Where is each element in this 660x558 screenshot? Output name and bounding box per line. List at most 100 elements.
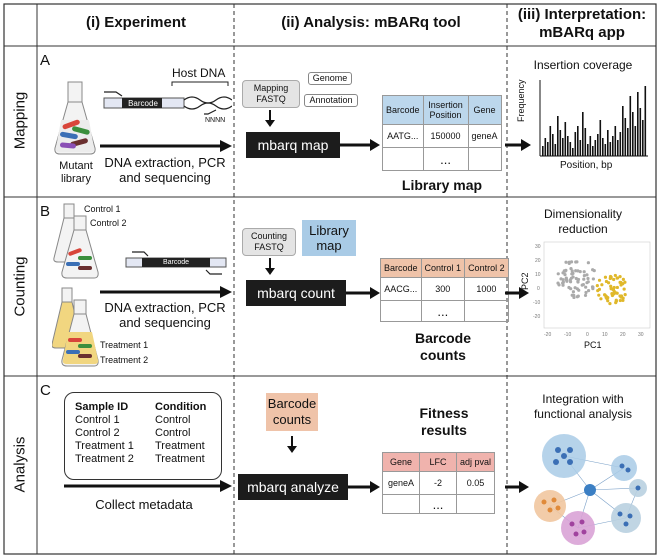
coverage-bar <box>574 132 577 156</box>
counting-fastq-line1: Counting <box>250 231 288 241</box>
coverage-bar <box>549 126 552 156</box>
th-control1: Control 1 <box>420 258 466 278</box>
row-label-analysis: Analysis <box>11 436 29 493</box>
dimred-title-2: reduction <box>558 222 608 236</box>
coverage-bar <box>617 140 619 156</box>
insertion-xlabel: Position, bp <box>560 160 613 171</box>
meta-col1-header: Sample ID <box>75 401 129 413</box>
pca-point <box>613 273 617 278</box>
process-text-b2: and sequencing <box>119 315 211 330</box>
pca-point <box>556 281 560 285</box>
svg-text:10: 10 <box>535 272 541 278</box>
td-ellipsis-a: ... <box>422 147 469 171</box>
coverage-bar <box>569 142 572 156</box>
pca-point <box>575 287 579 291</box>
pca-point <box>561 278 565 282</box>
coverage-bar <box>639 108 642 156</box>
panel-letter-a: A <box>40 52 51 69</box>
coverage-bar <box>587 144 589 156</box>
pca-point <box>585 281 589 285</box>
svg-text:20: 20 <box>535 258 541 264</box>
coverage-bar <box>627 128 629 156</box>
pca-point <box>574 260 578 264</box>
coverage-bar <box>622 106 624 156</box>
pca-point <box>596 289 600 293</box>
insertion-coverage-title: Insertion coverage <box>533 58 633 72</box>
pca-point <box>618 298 622 303</box>
barcode-amplicon <box>125 251 227 275</box>
genome-pill: Genome <box>308 72 352 85</box>
coverage-bar <box>582 112 584 156</box>
pca-point <box>571 290 576 294</box>
coverage-bar <box>579 140 582 156</box>
th-barcode-a: Barcode <box>382 95 424 125</box>
pca-point <box>569 276 574 280</box>
header-interpretation-2: mBARq app <box>539 24 625 41</box>
metadata-box: Sample ID Condition Control 1 Control Co… <box>64 392 222 480</box>
meta-condition-1: Control <box>155 414 191 426</box>
pca-point <box>621 277 625 281</box>
coverage-bar <box>609 142 612 156</box>
td-empty-a2 <box>467 147 502 171</box>
pca-point <box>621 282 625 286</box>
pca-point <box>618 294 622 298</box>
coverage-bar <box>612 136 614 156</box>
mutant-library-line1: Mutant <box>59 160 93 172</box>
barcode-label-b: Barcode <box>162 259 190 266</box>
counting-fastq-box: Counting FASTQ <box>242 228 296 256</box>
th-lfc: LFC <box>419 452 457 472</box>
insertion-ylabel: Frequency <box>516 79 526 122</box>
fitness-results-2: results <box>421 422 467 438</box>
nnnn-label: NNNN <box>205 117 226 124</box>
pca-point <box>580 283 584 287</box>
library-map-input-line1: Library <box>309 223 349 238</box>
process-text-a1: DNA extraction, PCR <box>104 155 226 170</box>
svg-text:30: 30 <box>535 244 541 250</box>
row-label-counting: Counting <box>11 256 29 317</box>
pca-point <box>564 260 568 264</box>
library-map-output-label: Library map <box>401 177 483 193</box>
barcode-counts-output-1: Barcode <box>414 330 472 346</box>
pca-point <box>564 278 569 282</box>
pca-point <box>604 294 608 298</box>
arrow-map-to-table <box>340 139 380 151</box>
td-gene-c: geneA <box>382 471 420 495</box>
pca-point <box>612 292 616 296</box>
pca-point <box>563 273 567 277</box>
arrow-to-interp-a <box>505 139 531 151</box>
fitness-results-table: Gene LFC adj pval geneA -2 0.05 ... <box>382 452 496 514</box>
td-control2: 1000 <box>464 277 509 301</box>
library-map-input-line2: map <box>316 238 342 253</box>
panel-letter-b: B <box>40 203 51 220</box>
pca-point <box>568 280 573 284</box>
mbarq-map-command: mbarq map <box>246 132 340 158</box>
pca-point <box>582 270 586 274</box>
pca-point <box>606 281 611 285</box>
arrow-to-interp-c <box>505 481 529 493</box>
network-graph <box>534 434 647 545</box>
treatment1-label: Treatment 1 <box>100 340 149 350</box>
pca-point <box>597 278 602 282</box>
transposon-diagram <box>103 81 232 115</box>
coverage-bar <box>589 136 592 156</box>
th-adj-pval: adj pval <box>455 452 496 472</box>
process-arrow-c <box>64 480 232 492</box>
svg-text:0: 0 <box>586 332 589 338</box>
coverage-bar <box>567 136 569 156</box>
header-experiment: (i) Experiment <box>85 14 187 31</box>
coverage-bar <box>577 126 579 156</box>
coverage-bar <box>599 120 602 156</box>
td-empty-c2 <box>455 494 496 514</box>
coverage-bar <box>614 126 617 156</box>
coverage-bar <box>632 112 634 156</box>
down-arrow-b <box>265 258 275 275</box>
svg-text:0: 0 <box>537 286 540 292</box>
pca-point <box>591 268 595 272</box>
coverage-bar <box>547 142 549 156</box>
svg-text:20: 20 <box>620 332 626 338</box>
th-insertion-position-text: Insertion Position <box>428 100 463 120</box>
td-barcode-b: AACG... <box>380 277 422 301</box>
coverage-bar <box>594 140 597 156</box>
pca-point <box>582 277 586 281</box>
